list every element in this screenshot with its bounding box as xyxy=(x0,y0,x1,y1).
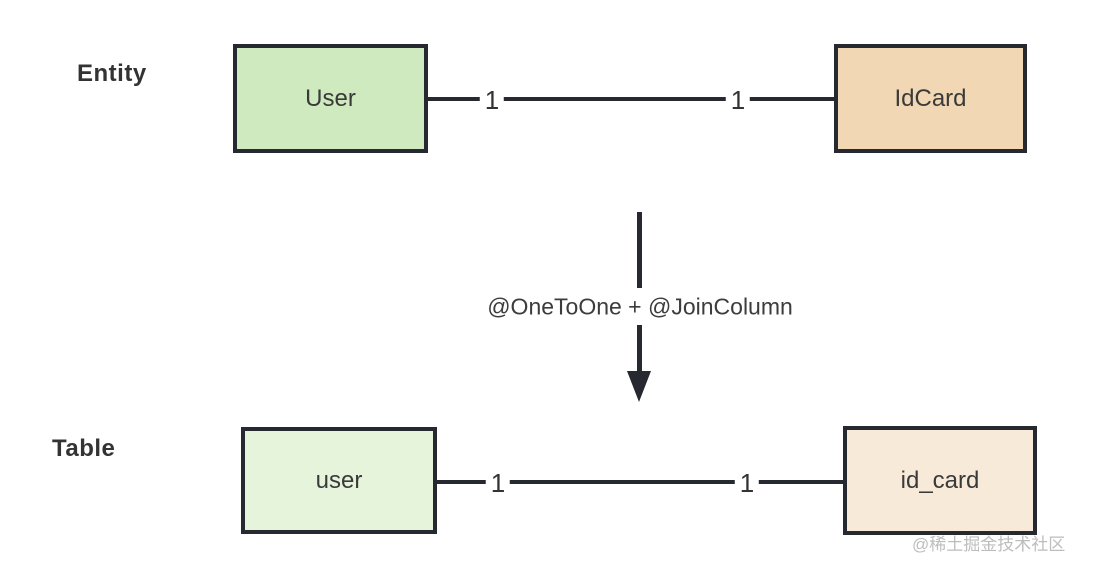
entity-row-label: Entity xyxy=(77,60,147,87)
entity-idcard-box: IdCard xyxy=(834,44,1027,153)
transform-annotation: @OneToOne + @JoinColumn xyxy=(479,293,801,321)
watermark: @稀土掘金技术社区 xyxy=(912,535,1066,554)
entity-user-box: User xyxy=(233,44,428,153)
table-left-multiplicity: 1 xyxy=(485,470,511,496)
table-user-box-label: user xyxy=(315,466,363,494)
table-right-multiplicity: 1 xyxy=(734,470,760,496)
table-row-label: Table xyxy=(52,435,116,462)
entity-idcard-box-label: IdCard xyxy=(894,84,967,112)
transform-arrow-head-icon xyxy=(627,371,651,402)
table-user-box: user xyxy=(241,427,437,534)
transform-arrow-upper-segment xyxy=(637,212,642,288)
table-idcard-box-label: id_card xyxy=(900,466,980,494)
table-relationship-line xyxy=(437,480,843,484)
table-idcard-box: id_card xyxy=(843,426,1037,535)
entity-left-multiplicity: 1 xyxy=(479,87,505,113)
entity-right-multiplicity: 1 xyxy=(725,87,751,113)
entity-relationship-line xyxy=(428,97,834,101)
entity-user-box-label: User xyxy=(305,84,356,112)
transform-arrow-lower-segment xyxy=(637,325,642,373)
